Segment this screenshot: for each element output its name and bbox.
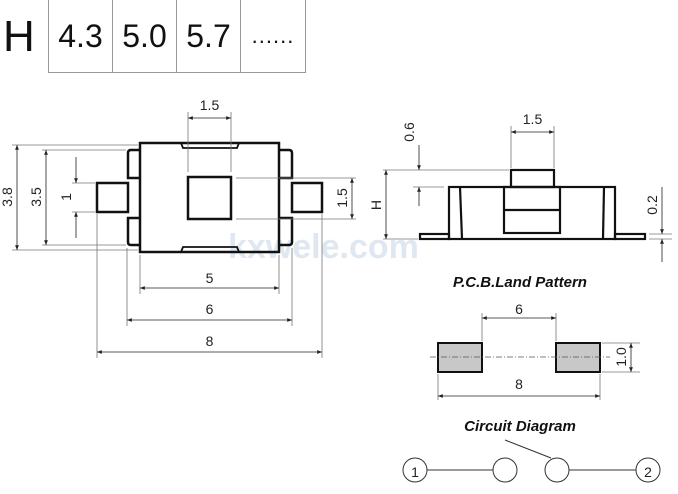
pcb-pads: [430, 342, 610, 373]
stem: [509, 168, 556, 189]
dim-button-height: 1.5: [334, 188, 350, 208]
pin-1-label: 1: [411, 464, 419, 480]
dim-height: H: [368, 200, 384, 210]
dim-body-width: 3.5: [28, 187, 44, 207]
height-value: 5.7: [177, 0, 241, 73]
height-label: H: [0, 0, 49, 73]
contact-node: [492, 457, 518, 483]
dim-body-length: 5: [206, 270, 214, 286]
dim-tab-length: 6: [206, 301, 214, 317]
dim-overall-width: 3.8: [0, 187, 15, 207]
pad-left: [437, 342, 483, 373]
switch-body: [138, 141, 281, 254]
left-tab: [126, 148, 140, 180]
side-view: [418, 168, 647, 241]
pcb-dimension-lines: [437, 313, 640, 400]
contact-node: [544, 457, 570, 483]
side-view-dimension-lines: [383, 126, 672, 262]
left-terminal: [95, 181, 130, 214]
height-table: H 4.3 5.0 5.7 ......: [0, 0, 306, 73]
top-view-dimension-lines: [12, 112, 356, 358]
circuit-diagram: [402, 439, 661, 483]
pad-right: [555, 342, 601, 373]
pcb-title: P.C.B.Land Pattern: [453, 274, 587, 291]
left-foot: [418, 232, 451, 241]
right-foot: [613, 232, 647, 241]
dim-overall-length: 8: [206, 333, 214, 349]
top-view: [95, 141, 324, 254]
dim-terminal-thickness: 0.2: [644, 195, 660, 215]
dim-pad-inner-spacing: 6: [515, 301, 523, 317]
height-more: ......: [241, 0, 306, 73]
dim-pad-height: 1.0: [613, 347, 629, 367]
dim-stem-width: 1.5: [523, 111, 543, 127]
dim-stem-height: 0.6: [401, 122, 417, 142]
circuit-title: Circuit Diagram: [464, 418, 576, 435]
dim-terminal-width: 1: [58, 193, 74, 201]
actuator-button: [186, 175, 233, 221]
right-terminal: [290, 181, 324, 214]
dim-button-width: 1.5: [200, 97, 220, 113]
pin-2-label: 2: [644, 464, 652, 480]
left-tab: [126, 216, 140, 247]
height-value: 4.3: [49, 0, 113, 73]
height-value: 5.0: [113, 0, 177, 73]
right-tab: [279, 216, 294, 247]
watermark: kxwele.com: [228, 228, 419, 266]
side-body: [447, 185, 617, 241]
right-tab: [279, 148, 294, 180]
dim-pad-outer-spacing: 8: [515, 376, 523, 392]
switch-lever: [504, 439, 552, 459]
